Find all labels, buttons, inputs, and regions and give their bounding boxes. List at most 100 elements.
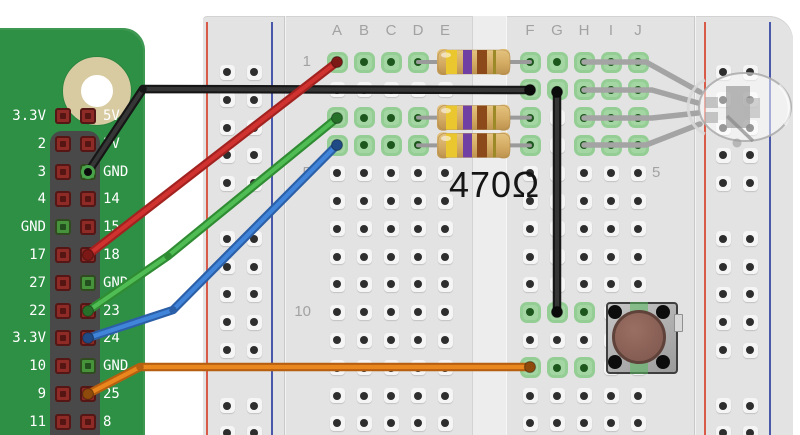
wire-blue-gpio24-bendpoint[interactable] [169,306,177,314]
wire-red-gpio18[interactable] [81,55,344,262]
hole-A10[interactable] [329,304,345,320]
rail-hole[interactable] [715,231,731,247]
hole-D9[interactable] [410,276,426,292]
rail-hole[interactable] [742,398,758,414]
hole-C10[interactable] [383,304,399,320]
hole-H9[interactable] [576,276,592,292]
pi-pin-row1-right[interactable] [80,108,96,124]
hole-J13[interactable] [630,388,646,404]
push-button-cap[interactable] [612,310,666,364]
hole-C5[interactable] [383,165,399,181]
hole-I6[interactable] [603,193,619,209]
hole-I7[interactable] [603,221,619,237]
rail-hole[interactable] [246,342,262,358]
wire-orange-gpio25-bendpoint[interactable] [136,363,144,371]
pi-pin-row11-left[interactable] [55,386,71,402]
hole-H10[interactable] [576,304,592,320]
hole-E13[interactable] [437,388,453,404]
wire-black-gnd-to-breadboard-endpoint[interactable] [81,165,95,179]
hole-B5[interactable] [356,165,372,181]
hole-C11[interactable] [383,332,399,348]
hole-F11[interactable] [522,332,538,348]
hole-F6[interactable] [522,193,538,209]
wire-orange-gpio25-endpoint[interactable] [81,387,95,401]
rail-hole[interactable] [246,92,262,108]
hole-J6[interactable] [630,193,646,209]
hole-B6[interactable] [356,193,372,209]
wire-blue-gpio24[interactable] [81,138,344,345]
pi-pin-row5-right[interactable] [80,219,96,236]
hole-B9[interactable] [356,276,372,292]
pi-pin-row6-left[interactable] [55,247,71,263]
hole-B14[interactable] [356,415,372,431]
hole-A8[interactable] [329,249,345,265]
hole-D11[interactable] [410,332,426,348]
hole-I14[interactable] [603,415,619,431]
rail-hole[interactable] [219,342,235,358]
hole-J5[interactable] [630,165,646,181]
hole-E8[interactable] [437,249,453,265]
hole-B11[interactable] [356,332,372,348]
hole-H6[interactable] [576,193,592,209]
wire-black-ground-jumper[interactable] [550,85,564,319]
hole-C13[interactable] [383,388,399,404]
rail-hole[interactable] [715,342,731,358]
rail-hole[interactable] [742,259,758,275]
hole-H12[interactable] [576,360,592,376]
hole-H11[interactable] [576,332,592,348]
hole-C8[interactable] [383,249,399,265]
hole-C14[interactable] [383,415,399,431]
hole-F9[interactable] [522,276,538,292]
hole-B3[interactable] [356,110,372,126]
wire-green-gpio23[interactable] [81,111,344,318]
rail-hole[interactable] [715,175,731,191]
hole-J9[interactable] [630,276,646,292]
hole-D13[interactable] [410,388,426,404]
pi-pin-row2-right[interactable] [80,135,96,152]
hole-D6[interactable] [410,193,426,209]
pi-pin-row9-left[interactable] [55,330,71,347]
wire-orange-gpio25[interactable] [81,360,537,401]
pi-pin-row4-right[interactable] [80,191,96,208]
rail-hole[interactable] [715,259,731,275]
hole-E9[interactable] [437,276,453,292]
hole-H13[interactable] [576,388,592,404]
rail-hole[interactable] [715,286,731,302]
hole-E10[interactable] [437,304,453,320]
rail-hole[interactable] [219,92,235,108]
hole-I9[interactable] [603,276,619,292]
rail-hole[interactable] [742,147,758,163]
hole-D5[interactable] [410,165,426,181]
hole-A6[interactable] [329,193,345,209]
hole-D10[interactable] [410,304,426,320]
wire-red-gpio18-endpoint[interactable] [330,55,344,69]
pi-pin-row2-left[interactable] [55,135,71,152]
rail-hole[interactable] [246,64,262,80]
rail-hole[interactable] [219,64,235,80]
rail-hole[interactable] [219,120,235,136]
wire-black-gnd-to-breadboard-bendpoint[interactable] [139,85,147,93]
pi-pin-row3-left[interactable] [55,163,71,180]
hole-B1[interactable] [356,54,372,70]
rail-hole[interactable] [219,175,235,191]
hole-C9[interactable] [383,276,399,292]
wire-black-ground-jumper-endpoint[interactable] [550,85,564,99]
hole-A9[interactable] [329,276,345,292]
hole-A14[interactable] [329,415,345,431]
hole-H5[interactable] [576,165,592,181]
hole-A5[interactable] [329,165,345,181]
hole-D14[interactable] [410,415,426,431]
hole-I8[interactable] [603,249,619,265]
pi-pin-row5-left[interactable] [55,219,71,236]
hole-C1[interactable] [383,54,399,70]
hole-C3[interactable] [383,110,399,126]
wire-green-gpio23-bendpoint[interactable] [164,252,172,260]
wire-black-gnd-to-breadboard-endpoint[interactable] [523,83,537,97]
hole-J14[interactable] [630,415,646,431]
resistor-3[interactable] [416,132,532,159]
hole-F14[interactable] [522,415,538,431]
hole-G14[interactable] [549,415,565,431]
hole-H8[interactable] [576,249,592,265]
hole-J7[interactable] [630,221,646,237]
rail-hole[interactable] [742,342,758,358]
